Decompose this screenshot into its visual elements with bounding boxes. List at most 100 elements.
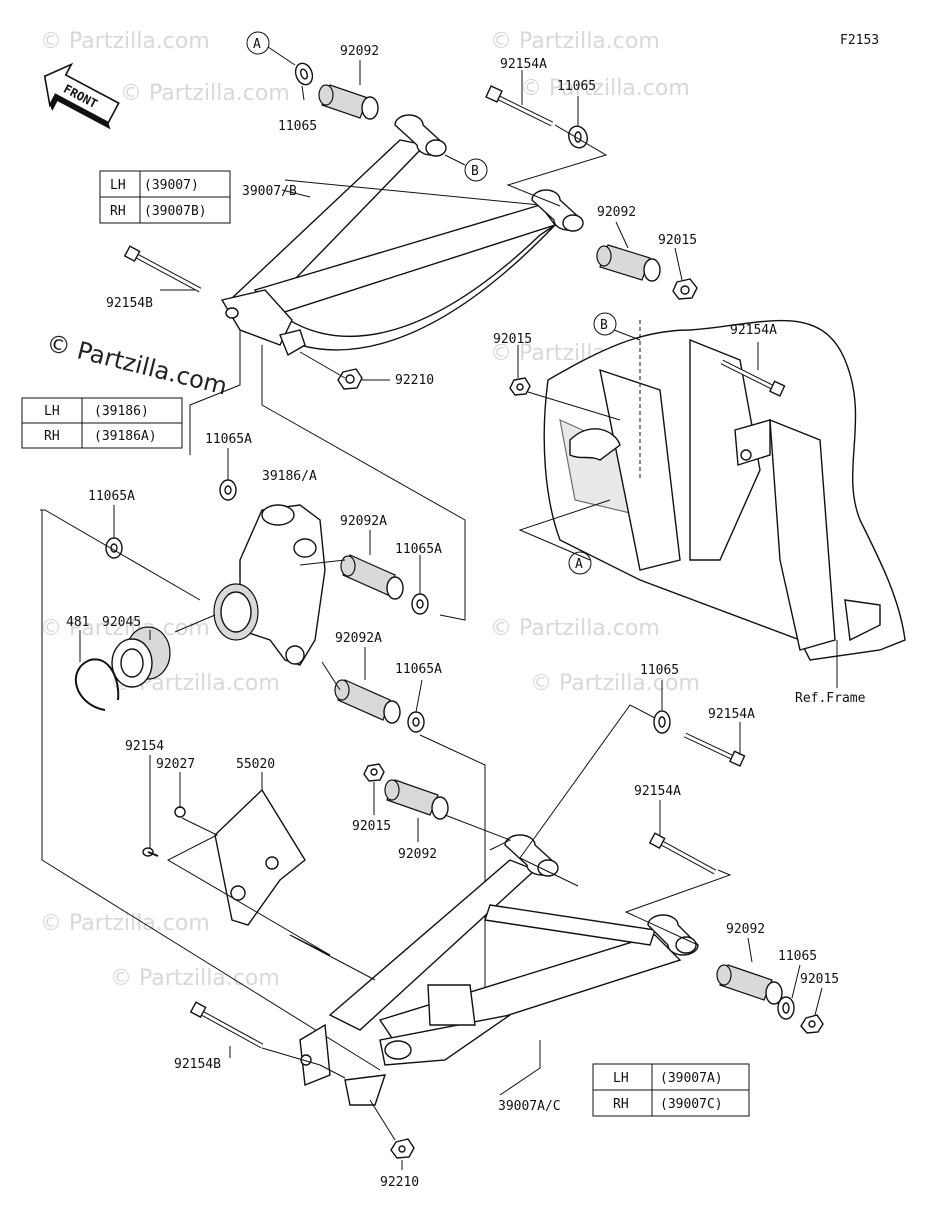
front-arrow-icon: FRONT bbox=[43, 62, 120, 130]
part-label-92210: 92210 bbox=[395, 373, 434, 388]
callout-b-top: B bbox=[464, 158, 488, 182]
bolt-92154 bbox=[142, 847, 159, 857]
bolt-92154A-low2 bbox=[648, 832, 717, 875]
svg-text:(39186): (39186) bbox=[94, 404, 149, 419]
washer-11065-br bbox=[777, 996, 795, 1020]
part-label-11065: 11065 bbox=[557, 79, 596, 94]
svg-text:RH: RH bbox=[110, 204, 126, 219]
part-label-92154B: 92154B bbox=[106, 296, 153, 311]
washer-11065A-d bbox=[407, 711, 425, 733]
callout-a-top: A bbox=[246, 31, 270, 55]
svg-text:(39007A): (39007A) bbox=[660, 1071, 723, 1086]
watermark: © Partzilla.com bbox=[120, 81, 290, 106]
part-label-11065A: 11065A bbox=[395, 542, 442, 557]
watermark: © Partzilla.com bbox=[40, 29, 210, 54]
part-label-11065A: 11065A bbox=[395, 662, 442, 677]
svg-text:LH: LH bbox=[44, 404, 60, 419]
lower-a-arm bbox=[299, 834, 699, 1106]
washer-11065A-c bbox=[411, 593, 429, 615]
part-label-55020: 55020 bbox=[236, 757, 275, 772]
watermark: © Partzilla.com bbox=[40, 911, 210, 936]
part-label-92015: 92015 bbox=[658, 233, 697, 248]
bushing-92092A-b bbox=[334, 679, 401, 724]
ref-frame bbox=[543, 319, 906, 661]
nut-92015-frame bbox=[509, 377, 531, 396]
part-label-92015: 92015 bbox=[800, 972, 839, 987]
nut-92015-mid bbox=[672, 278, 698, 300]
part-label-39007B: 39007/B bbox=[242, 184, 297, 199]
watermark: © Partzilla.com bbox=[530, 671, 700, 696]
watermark-main: © Partzilla.com bbox=[44, 329, 230, 401]
watermark: © Partzilla.com bbox=[490, 29, 660, 54]
watermark: © Partzilla.com bbox=[110, 966, 280, 991]
watermark: © Partzilla.com bbox=[490, 616, 660, 641]
svg-text:(39007B): (39007B) bbox=[144, 204, 207, 219]
bolt-92154A-top bbox=[485, 85, 554, 127]
part-label-92154A: 92154A bbox=[708, 707, 755, 722]
svg-text:(39007): (39007) bbox=[144, 178, 199, 193]
watermark: © Partzilla.com bbox=[520, 76, 690, 101]
svg-text:A: A bbox=[575, 557, 583, 572]
washer-92027 bbox=[174, 806, 186, 818]
knuckle-table: LH (39186) RH (39186A) bbox=[21, 397, 183, 449]
nut-92210-low bbox=[390, 1138, 415, 1159]
nut-92210-top bbox=[337, 368, 363, 390]
svg-text:LH: LH bbox=[613, 1071, 629, 1086]
washer-11065-low bbox=[653, 710, 671, 734]
washer-11065-topright bbox=[568, 125, 588, 149]
part-label-11065: 11065 bbox=[278, 119, 317, 134]
svg-text:LH: LH bbox=[110, 178, 126, 193]
svg-text:RH: RH bbox=[44, 429, 60, 444]
circlip-481 bbox=[74, 658, 120, 711]
part-label-92027: 92027 bbox=[156, 757, 195, 772]
lower-arm-table: LH (39007A) RH (39007C) bbox=[592, 1063, 750, 1117]
part-label-92015: 92015 bbox=[493, 332, 532, 347]
washer-11065A-a bbox=[219, 479, 237, 501]
bushing-92092-low bbox=[384, 779, 449, 820]
figure-id: F2153 bbox=[840, 33, 879, 48]
svg-text:A: A bbox=[253, 37, 261, 52]
part-label-92092: 92092 bbox=[398, 847, 437, 862]
part-label-92092A: 92092A bbox=[340, 514, 387, 529]
bushing-92092A-a bbox=[340, 554, 404, 600]
part-label-92154A: 92154A bbox=[634, 784, 681, 799]
bushing-92092-mid bbox=[596, 244, 661, 282]
svg-text:(39007C): (39007C) bbox=[660, 1097, 723, 1112]
part-label-39007AC: 39007A/C bbox=[498, 1099, 561, 1114]
callout-a-frame: A bbox=[568, 551, 592, 575]
ref-frame-label: Ref.Frame bbox=[795, 691, 866, 706]
part-label-92015: 92015 bbox=[352, 819, 391, 834]
bushing-92092-br bbox=[716, 964, 783, 1005]
part-label-11065A: 11065A bbox=[88, 489, 135, 504]
part-label-11065A: 11065A bbox=[205, 432, 252, 447]
part-label-92045: 92045 bbox=[102, 615, 141, 630]
nut-92015-low bbox=[363, 763, 385, 782]
part-label-92210: 92210 bbox=[380, 1175, 419, 1190]
part-label-481: 481 bbox=[66, 615, 89, 630]
part-label-92092A: 92092A bbox=[335, 631, 382, 646]
part-label-92154B: 92154B bbox=[174, 1057, 221, 1072]
knuckle-39186 bbox=[213, 504, 326, 666]
part-label-39186: 39186/A bbox=[262, 469, 317, 484]
part-label-92154A: 92154A bbox=[500, 57, 547, 72]
part-label-11065: 11065 bbox=[778, 949, 817, 964]
part-label-92092: 92092 bbox=[340, 44, 379, 59]
upper-a-arm bbox=[220, 114, 584, 357]
washer-11065-top bbox=[294, 62, 314, 86]
bracket-55020 bbox=[214, 788, 306, 926]
svg-text:B: B bbox=[600, 318, 608, 333]
part-label-92092: 92092 bbox=[597, 205, 636, 220]
bolt-92154A-low bbox=[683, 732, 746, 767]
bolt-92154B-low bbox=[189, 1001, 264, 1049]
bolt-92154A-frame bbox=[720, 359, 786, 397]
bushing-92092-top bbox=[318, 84, 379, 120]
part-label-92154A: 92154A bbox=[730, 323, 777, 338]
callout-b-frame: B bbox=[593, 312, 617, 336]
svg-text:(39186A): (39186A) bbox=[94, 429, 157, 444]
part-label-92154: 92154 bbox=[125, 739, 164, 754]
part-label-92092: 92092 bbox=[726, 922, 765, 937]
svg-text:RH: RH bbox=[613, 1097, 629, 1112]
bearing-92045 bbox=[111, 626, 171, 688]
